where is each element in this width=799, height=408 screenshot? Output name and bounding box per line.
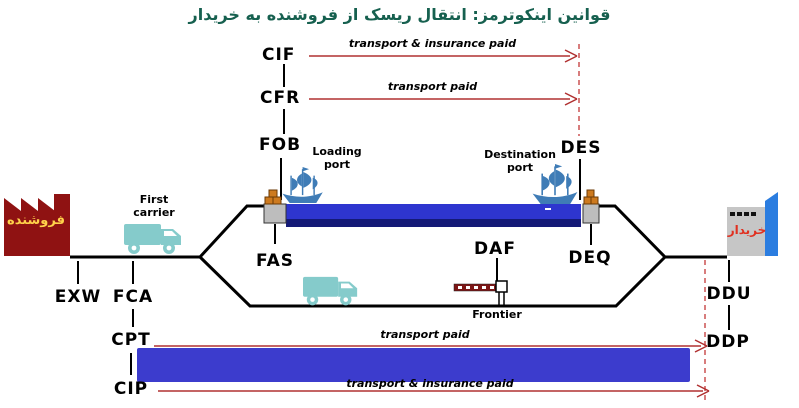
buyer-label: خریدار xyxy=(727,223,767,237)
loading-dock-block xyxy=(263,203,287,224)
sea-bar xyxy=(286,204,581,227)
frontier-label: Frontier xyxy=(472,308,522,321)
page-title: قوانین اینکوترمز: انتقال ریسک از فروشنده… xyxy=(188,5,611,24)
term-fob: FOB xyxy=(259,135,302,155)
first-carrier-truck-icon xyxy=(124,224,181,254)
tick-lines xyxy=(77,64,730,375)
cif-arrow-label: transport & insurance paid xyxy=(348,37,517,50)
factory-icon xyxy=(4,194,70,256)
term-daf: DAF xyxy=(474,239,516,259)
cargo-stack-loading-icon xyxy=(264,189,282,205)
destination-dock-block xyxy=(582,203,600,224)
cfr-arrow-label: transport paid xyxy=(387,80,478,93)
term-des: DES xyxy=(560,138,602,158)
ship-destination-port-icon xyxy=(532,164,578,204)
cpt-arrow xyxy=(154,339,708,353)
loading-port-label: Loading port xyxy=(312,145,362,171)
term-cpt: CPT xyxy=(111,330,151,350)
term-cfr: CFR xyxy=(260,88,301,108)
term-ddp: DDP xyxy=(706,332,750,352)
seller-label: فروشنده xyxy=(7,213,65,228)
first-carrier-label: First carrier xyxy=(133,193,175,219)
cargo-stack-destination-icon xyxy=(583,189,599,205)
transport-highlight-bar xyxy=(137,348,690,382)
road-truck-icon xyxy=(303,276,358,306)
destination-port-label: Destination port xyxy=(484,148,556,174)
term-cif: CIF xyxy=(262,45,296,65)
term-ddu: DDU xyxy=(706,284,752,304)
frontier-barrier-icon xyxy=(453,280,508,305)
term-fca: FCA xyxy=(112,287,154,307)
term-deq: DEQ xyxy=(568,248,612,268)
cif-arrow xyxy=(309,49,578,63)
cpt-arrow-label: transport paid xyxy=(380,328,470,341)
cfr-arrow xyxy=(309,92,578,106)
buyer-building-icon xyxy=(727,192,778,256)
term-fas: FAS xyxy=(255,251,295,271)
term-exw: EXW xyxy=(54,287,102,307)
route-lines xyxy=(70,204,727,308)
term-cip: CIP xyxy=(113,379,149,399)
cip-arrow xyxy=(158,384,710,398)
ship-loading-port-icon xyxy=(282,167,323,203)
cip-arrow-label: transport & insurance paid xyxy=(346,377,514,390)
